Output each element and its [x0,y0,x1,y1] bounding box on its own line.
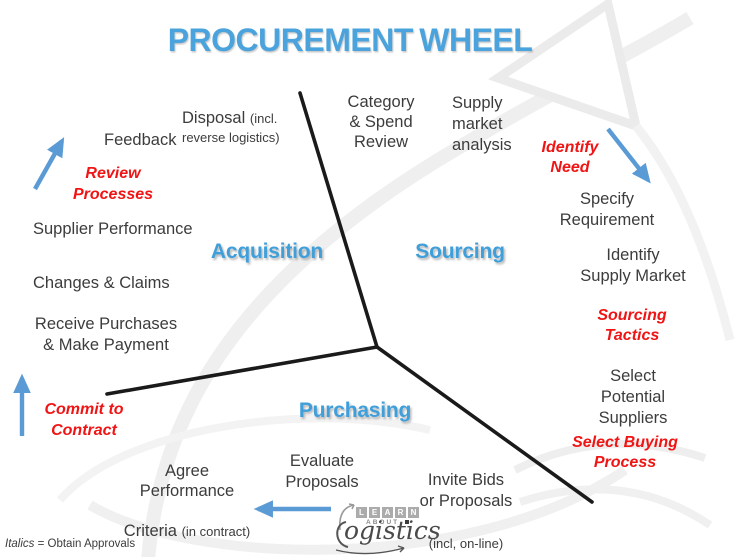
step-agree-criteria-note: (in contract) [181,524,251,539]
step-disposal-line2: reverse logistics) [182,130,280,145]
arrow-review-to-feedback-icon [33,137,65,191]
step-disposal: Disposal (incl. reverse logistics) [182,90,280,166]
step-supplier-performance: Supplier Performance [33,220,193,238]
step-select-potential-suppliers: Select Potential Suppliers [598,367,668,427]
learn-about-logistics-logo: L E A R N ABOUT ogistics [332,500,442,555]
footnote-text: = Obtain Approvals [34,538,136,550]
approval-commit-to-contract: Commit to Contract [44,401,124,439]
step-supply-market-analysis: Supply market analysis [452,94,512,154]
section-purchasing: Purchasing [298,399,412,422]
logo-logistics-word: ogistics [344,516,441,545]
footnote-legend: Italics = Obtain Approvals [5,538,135,550]
approval-identify-need: Identify Need [541,139,599,176]
section-acquisition: Acquisition [210,240,324,263]
step-disposal-incl: (incl. [249,111,278,126]
footnote-italics-word: Italics [5,538,35,550]
step-disposal-main: Disposal [182,109,250,127]
approval-review-processes: Review Processes [72,165,154,203]
step-receive-purchases: Receive Purchases & Make Payment [34,315,178,354]
approval-sourcing-tactics: Sourcing Tactics [597,307,667,344]
step-identify-supply-market: Identify Supply Market [580,246,686,285]
arrow-identify-need-icon [606,127,651,184]
step-agree-performance-criteria: Agree Performance Criteria (in contract) [124,441,250,557]
step-evaluate-proposals: Evaluate Proposals [285,452,359,491]
step-category-spend-review: Category & Spend Review [347,93,415,151]
step-changes-claims: Changes & Claims [33,274,170,292]
page-title: PROCUREMENT WHEEL [167,22,533,58]
step-feedback: Feedback [104,131,177,149]
step-agree-performance: Agree Performance [139,462,235,500]
approval-select-buying-process: Select Buying Process [572,434,678,471]
step-specify-requirement: Specify Requirement [559,190,655,229]
section-sourcing: Sourcing [415,240,505,263]
